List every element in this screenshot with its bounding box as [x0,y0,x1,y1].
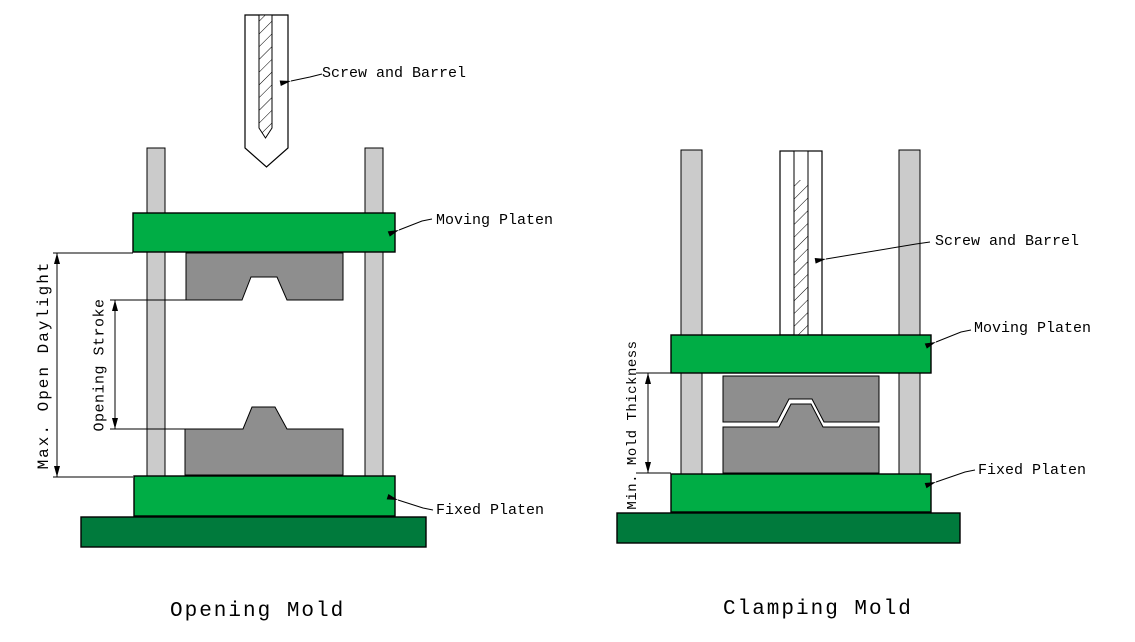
clamping-mold-figure [616,149,976,544]
dim-arrow-up [54,253,60,264]
moving-platen-label: Moving Platen [436,212,554,229]
dim-arrow-up [112,300,118,311]
screw-barrel-leader-arrow [814,241,931,264]
moving-platen-leader-arrow [387,218,433,237]
fixed-platen-leader-arrow [924,469,976,489]
screw-barrel-label: Screw and Barrel [935,233,1080,250]
clamping-mold-caption: Clamping Mold [723,598,913,621]
fixed-platen-label: Fixed Platen [436,502,545,519]
screw-barrel-leader-arrow [279,73,323,87]
machine-base [616,512,961,544]
screw-barrel-label: Screw and Barrel [322,65,467,82]
dim-arrow-up [645,373,651,384]
moving-platen [132,212,396,253]
opening-mold-caption: Opening Mold [170,600,346,623]
dim-arrow-down [54,466,60,477]
upper-mold-half [185,252,344,301]
lower-mold-half [722,403,880,474]
min-mold-thickness-dimension [636,372,671,474]
dim-arrow-down [645,462,651,473]
moving-platen-leader-arrow [924,329,972,349]
fixed-platen-label: Fixed Platen [978,462,1087,479]
right-tie-bar [898,149,921,514]
max-open-daylight-label: Max. Open Daylight [35,260,53,470]
left-tie-bar [680,149,703,514]
screw [258,14,273,139]
left-tie-bar [146,147,166,519]
opening-stroke-label: Opening Stroke [91,298,109,432]
opening-mold-figure [53,14,434,548]
machine-base [80,516,427,548]
moving-platen-label: Moving Platen [974,320,1092,337]
dim-arrow-down [112,418,118,429]
min-mold-thickness-label: Min. Mold Thickness [625,340,641,510]
right-tie-bar [364,147,384,519]
opening-stroke-dimension [110,299,186,430]
lower-mold-half [184,406,344,476]
fixed-platen-leader-arrow [386,493,434,511]
max-open-daylight-dimension [53,252,133,478]
screw [794,180,808,335]
upper-mold-half [722,375,880,423]
moving-platen [670,334,932,374]
fixed-platen [670,473,932,513]
fixed-platen [133,475,396,517]
